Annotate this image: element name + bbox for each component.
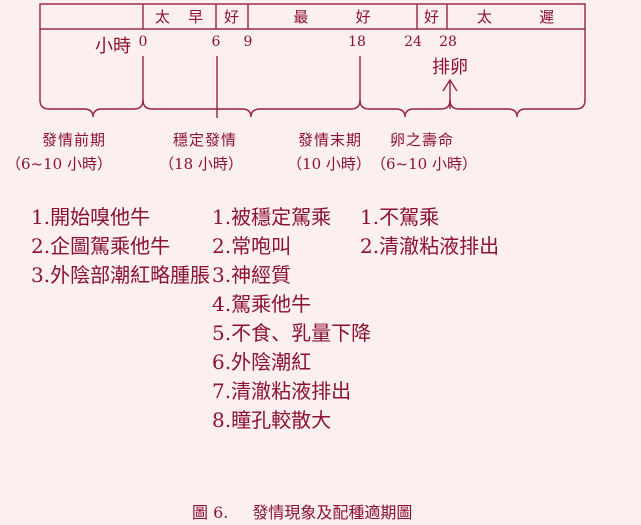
tick-label-6: 6 xyxy=(211,34,221,50)
symptom-item: 1.開始嗅他牛 xyxy=(31,205,151,229)
timeline-table-border xyxy=(39,3,586,30)
hours-unit-label: 小時 xyxy=(95,36,131,57)
figure-title: 發情現象及配種適期圖 xyxy=(252,503,413,522)
symptom-item: 1.不駕乘 xyxy=(360,205,440,229)
phase-name-late-estrus: 發情末期 xyxy=(297,131,363,149)
symptom-item: 3.神經質 xyxy=(212,263,292,287)
symptom-item: 5.不食、乳量下降 xyxy=(212,321,372,345)
brace-ovum-life xyxy=(449,99,586,118)
phase-duration-ovum-life: （6~10 小時） xyxy=(371,155,477,173)
symptom-item: 7.清澈粘液排出 xyxy=(212,379,352,403)
brace-proestrus xyxy=(39,99,144,118)
phase-duration-late-estrus: （10 小時） xyxy=(287,155,371,173)
phase-duration-standing-estrus: （18 小時） xyxy=(159,155,243,173)
header-cell-good-1: 好 xyxy=(223,8,240,26)
symptom-item: 6.外陰潮紅 xyxy=(212,350,312,374)
figure-number: 圖 6. xyxy=(192,503,229,522)
ovulation-arrow-icon xyxy=(442,78,458,109)
figure-caption: 圖 6. 發情現象及配種適期圖 xyxy=(192,499,412,523)
header-cell-too-late: 太 遲 xyxy=(476,8,556,26)
header-cell-empty xyxy=(40,4,143,29)
phase-name-ovum-life: 卵之壽命 xyxy=(389,131,455,149)
tick-label-24: 24 xyxy=(404,34,422,50)
ovulation-label: 排卵 xyxy=(432,57,468,78)
phase-duration-proestrus: （6~10 小時） xyxy=(6,155,112,173)
tick-label-0: 0 xyxy=(138,34,148,50)
brace-standing-estrus xyxy=(142,99,361,118)
header-cell-best: 最 好 xyxy=(293,8,372,26)
tick-label-18: 18 xyxy=(348,34,366,50)
phase-name-standing-estrus: 穩定發情 xyxy=(172,131,238,149)
brace-late-estrus xyxy=(359,99,451,118)
tick-label-9: 9 xyxy=(243,34,253,50)
symptom-item: 1.被穩定駕乘 xyxy=(212,205,332,229)
symptom-list-late-estrus: 1.不駕乘 2.清澈粘液排出 xyxy=(360,203,499,261)
header-cell-good-2: 好 xyxy=(423,8,440,26)
symptom-item: 4.駕乘他牛 xyxy=(212,292,312,316)
symptom-list-proestrus: 1.開始嗅他牛 2.企圖駕乘他牛 3.外陰部潮紅略腫脹 xyxy=(31,203,210,290)
phase-name-proestrus: 發情前期 xyxy=(41,131,107,149)
symptom-item: 8.瞳孔較散大 xyxy=(212,408,332,432)
symptom-item: 2.企圖駕乘他牛 xyxy=(31,234,171,258)
symptom-item: 2.清澈粘液排出 xyxy=(360,234,500,258)
symptom-item: 3.外陰部潮紅略腫脹 xyxy=(31,263,211,287)
symptom-item: 2.常咆叫 xyxy=(212,234,292,258)
header-cell-too-early: 太 早 xyxy=(154,8,205,26)
tick-label-28: 28 xyxy=(439,34,457,50)
symptom-list-standing-estrus: 1.被穩定駕乘 2.常咆叫 3.神經質 4.駕乘他牛 5.不食、乳量下降 6.外… xyxy=(212,203,371,435)
